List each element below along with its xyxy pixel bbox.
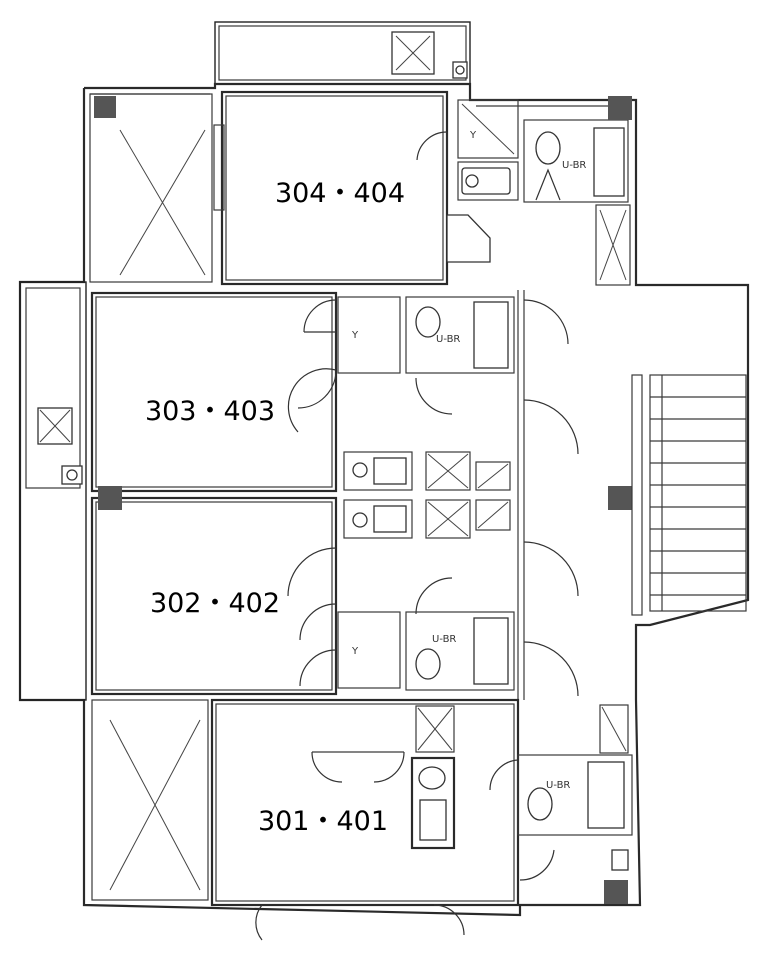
- unit-301-401-room: U-BR: [91, 698, 633, 941]
- unit-label-302-402: 302・402: [150, 588, 280, 619]
- unit-303-403-room: Y U-BR: [37, 291, 515, 493]
- common-corridor: [517, 290, 747, 700]
- unit-304-404-room: Y U-BR: [89, 31, 632, 286]
- bath-label-303: U-BR: [436, 334, 460, 345]
- unit-302-402-room: Y U-BR: [90, 486, 515, 696]
- svg-text:Y: Y: [351, 646, 359, 657]
- unit-label-304-404: 304・404: [275, 178, 405, 209]
- unit-label-301-401: 301・401: [258, 806, 388, 837]
- bath-label-304: U-BR: [562, 160, 586, 171]
- bath-label-302: U-BR: [432, 634, 456, 645]
- bath-label-301: U-BR: [546, 780, 570, 791]
- unit-label-303-403: 303・403: [145, 396, 275, 427]
- svg-text:Y: Y: [469, 130, 477, 141]
- svg-text:Y: Y: [351, 330, 359, 341]
